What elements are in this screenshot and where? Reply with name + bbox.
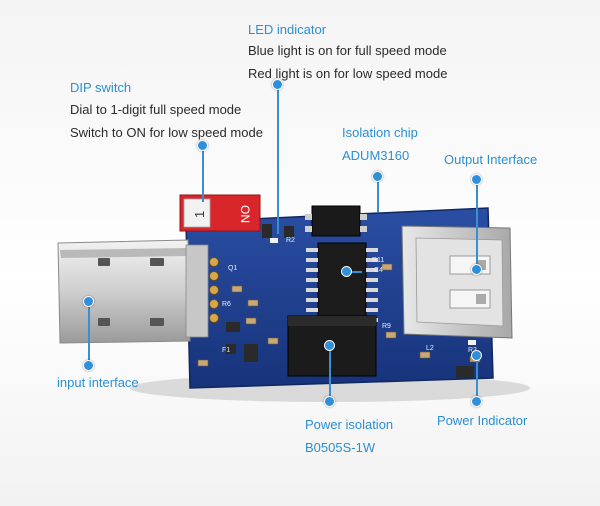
smd-components (197, 263, 481, 367)
dip-switch: 1 ON (179, 194, 261, 232)
usb-input-plug (57, 239, 209, 344)
isolation-chip-inner-dot (341, 266, 352, 277)
svg-text:L2: L2 (426, 345, 434, 352)
led-indicator-line1: Blue light is on for full speed mode (248, 43, 447, 58)
power-isolation-part: B0505S-1W (305, 440, 376, 455)
power-isolation-dot (324, 340, 335, 351)
power-indicator-dot (471, 350, 482, 361)
input-interface-leader (88, 302, 90, 364)
led-power (468, 340, 476, 345)
pin-pads (209, 257, 219, 323)
svg-text:1: 1 (192, 211, 207, 218)
dip-switch-line1: Dial to 1-digit full speed mode (70, 102, 242, 117)
top-ic (311, 205, 361, 237)
svg-text:R6: R6 (222, 301, 231, 308)
led-indicator-title: LED indicator (248, 22, 327, 37)
isolation-chip-leader (377, 176, 379, 212)
isolation-chip-title: Isolation chip (342, 125, 418, 140)
led-indicator-line2: Red light is on for low speed mode (248, 66, 448, 81)
input-interface-title: input interface (57, 375, 139, 390)
power-indicator-leader (476, 355, 478, 399)
output-interface-end-dot (471, 264, 482, 275)
dip-switch-line2: Switch to ON for low speed mode (70, 125, 263, 140)
svg-text:Q1: Q1 (228, 265, 237, 272)
svg-text:C4: C4 (374, 267, 383, 274)
svg-text:R9: R9 (382, 323, 391, 330)
led-status (270, 238, 278, 243)
input-interface-dot (83, 296, 94, 307)
isolation-chip-pointer (346, 271, 362, 273)
svg-text:R11: R11 (372, 257, 384, 264)
dip-switch-title: DIP switch (70, 80, 132, 95)
dip-switch-dot (197, 140, 208, 151)
output-interface-dot (471, 174, 482, 185)
dip-switch-leader (202, 146, 204, 202)
smd-caps (226, 224, 474, 378)
led-indicator-leader (277, 84, 279, 234)
power-isolation-leader (329, 345, 331, 400)
isolation-chip-part: ADUM3160 (342, 148, 410, 163)
output-interface-title: Output Interface (444, 152, 538, 167)
power-indicator-end-dot (471, 396, 482, 407)
power-isolation-title: Power isolation (305, 417, 394, 432)
adum3160-chip (306, 242, 378, 326)
isolation-chip-dot (372, 171, 383, 182)
input-interface-end-dot (83, 360, 94, 371)
svg-text:R2: R2 (286, 237, 295, 244)
output-interface-leader (476, 179, 478, 269)
svg-text:F1: F1 (222, 347, 230, 354)
power-indicator-title: Power Indicator (437, 413, 528, 428)
power-isolation-end-dot (324, 396, 335, 407)
svg-text:ON: ON (238, 205, 252, 223)
usb-output-port (401, 225, 513, 339)
led-indicator-dot (272, 79, 283, 90)
